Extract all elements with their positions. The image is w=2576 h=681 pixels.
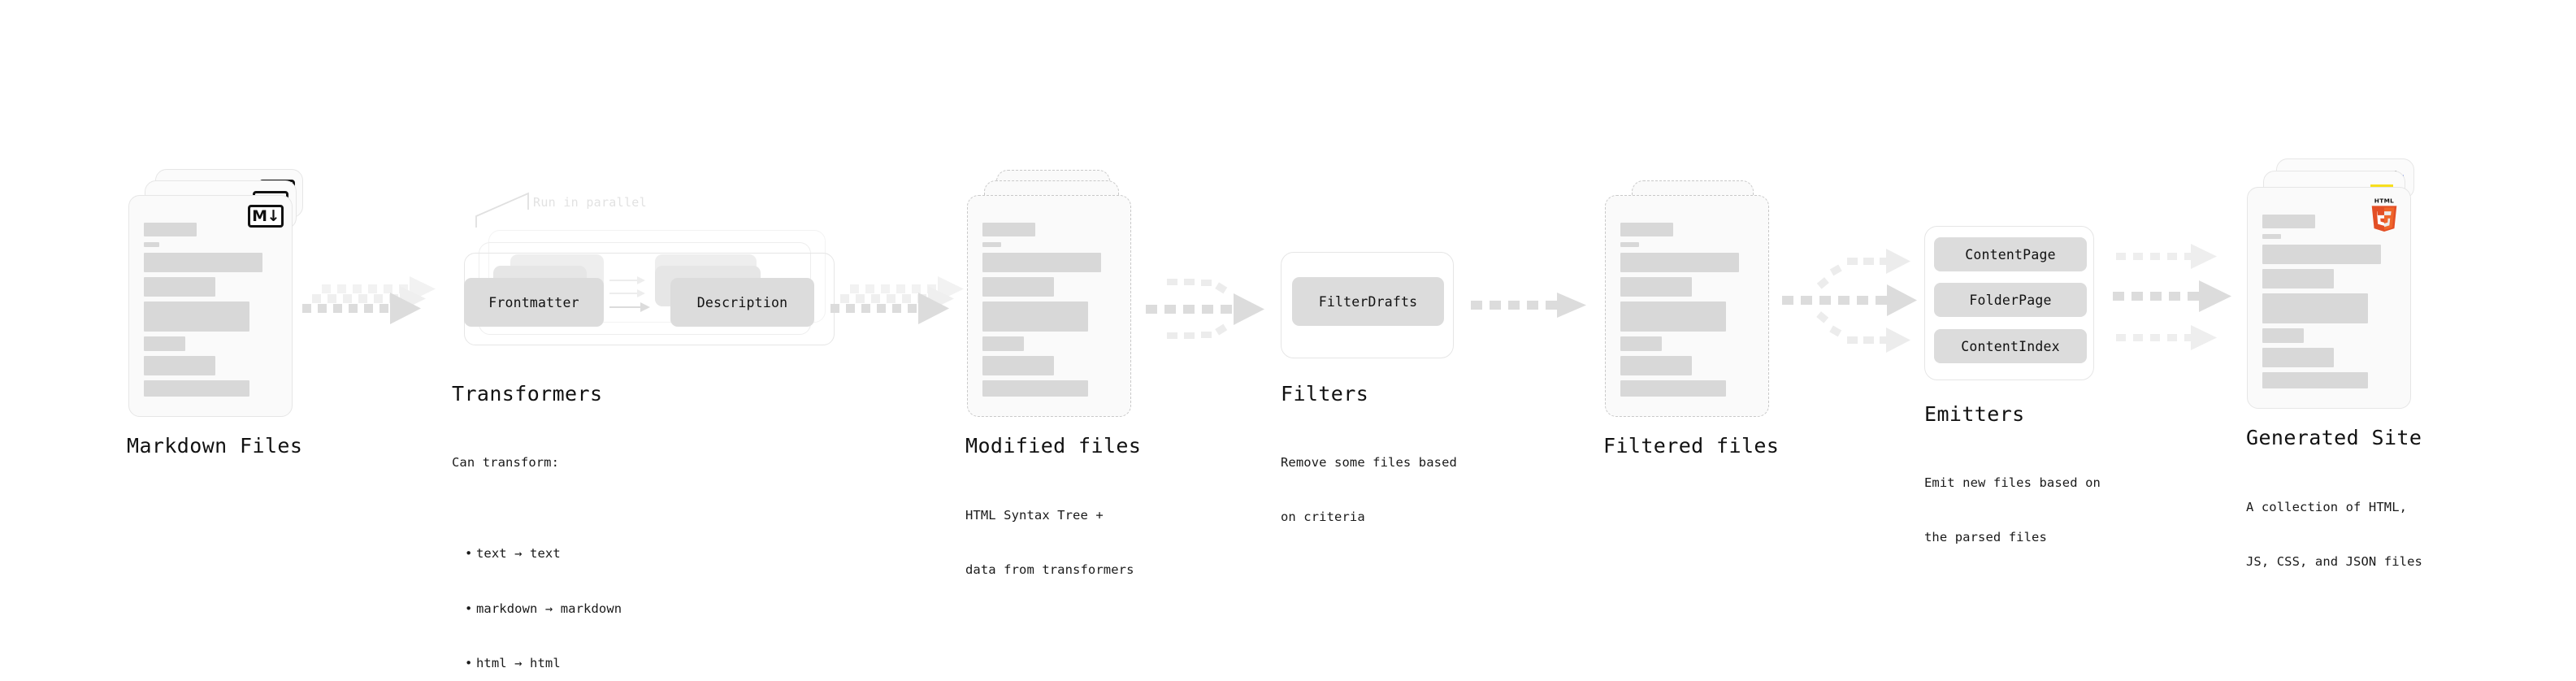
doc-line <box>144 253 262 272</box>
stage-caption-filters: Remove some files based on criteria <box>1281 417 1457 563</box>
emitter-pill-contentindex[interactable]: ContentIndex <box>1934 329 2087 363</box>
transformer-panel-back2 <box>488 230 826 323</box>
doc-line <box>2262 215 2315 228</box>
markdown-badge: M↓ <box>248 205 284 228</box>
doc-line <box>144 223 197 236</box>
stage-title-markdown-files: Markdown Files <box>127 434 303 458</box>
transformers-caption-heading: Can transform: <box>452 454 560 470</box>
stage-caption-modified-files: HTML Syntax Tree + data from transformer… <box>965 470 1134 616</box>
svg-text:HTML: HTML <box>2374 197 2394 205</box>
doc-line <box>1620 356 1692 375</box>
stage-title-modified-files: Modified files <box>965 434 1142 458</box>
transformers-caption-item: markdown → markdown <box>465 600 622 618</box>
doc-line <box>982 336 1024 351</box>
transformer-internal-arrows <box>609 276 650 312</box>
caption-line: the parsed files <box>1924 530 2047 545</box>
doc-line <box>1620 277 1692 297</box>
arrow-modified-to-filters-merge <box>1146 279 1264 339</box>
transformers-caption-item: html → html <box>465 654 622 672</box>
doc-line <box>144 356 215 375</box>
transformers-caption-item: text → text <box>465 544 622 562</box>
doc-line <box>982 253 1101 272</box>
html5-icon: HTML <box>2371 197 2397 232</box>
doc-line <box>982 242 1001 247</box>
transformer-pill-frontmatter[interactable]: Frontmatter <box>464 278 604 327</box>
stage-title-generated-site: Generated Site <box>2246 426 2422 449</box>
stage-title-emitters: Emitters <box>1924 402 2025 426</box>
run-in-parallel-bracket <box>475 192 529 228</box>
arrow-emitters-to-site <box>2113 244 2231 350</box>
site-file-card-html: HTML <box>2247 187 2411 409</box>
doc-line <box>2262 328 2304 343</box>
doc-line <box>144 380 249 397</box>
doc-line <box>2262 348 2334 367</box>
caption-line: Remove some files based <box>1281 454 1457 470</box>
arrow-markdown-to-transformers <box>302 276 436 324</box>
stage-caption-transformers: Can transform: text → text markdown → ma… <box>452 417 622 681</box>
caption-line: on criteria <box>1281 510 1365 525</box>
doc-line <box>2262 245 2381 264</box>
modified-file-card-front <box>967 195 1131 417</box>
doc-line <box>1620 301 1726 332</box>
doc-line <box>1620 242 1639 247</box>
caption-line: data from transformers <box>965 562 1134 578</box>
caption-line: A collection of HTML, <box>2246 499 2408 514</box>
doc-line <box>2262 234 2281 239</box>
doc-line <box>982 380 1088 397</box>
doc-line <box>1620 223 1673 236</box>
stage-title-transformers: Transformers <box>452 382 603 406</box>
caption-line: JS, CSS, and JSON files <box>2246 554 2422 570</box>
filters-panel <box>1281 252 1454 358</box>
doc-line <box>144 242 159 247</box>
arrow-filters-to-filtered <box>1471 293 1586 318</box>
doc-line <box>982 223 1035 236</box>
stage-caption-emitters: Emit new files based on the parsed files <box>1924 437 2101 583</box>
arrow-transformers-to-modified <box>830 276 964 324</box>
doc-line <box>1620 253 1739 272</box>
doc-line <box>1620 336 1662 351</box>
arrow-filtered-to-emitters-split <box>1782 249 1917 353</box>
markdown-file-card-front: M↓ <box>128 195 293 417</box>
caption-line: HTML Syntax Tree + <box>965 507 1104 523</box>
stage-caption-generated-site: A collection of HTML, JS, CSS, and JSON … <box>2246 462 2422 608</box>
emitter-pill-folderpage[interactable]: FolderPage <box>1934 283 2087 317</box>
doc-line <box>144 277 215 297</box>
doc-line <box>144 301 249 332</box>
doc-line <box>144 336 185 351</box>
doc-line <box>1620 380 1726 397</box>
doc-line <box>982 356 1054 375</box>
filtered-file-card-front <box>1605 195 1769 417</box>
doc-line <box>982 301 1088 332</box>
emitters-panel <box>1924 226 2094 380</box>
stage-title-filtered-files: Filtered files <box>1603 434 1780 458</box>
transformer-pill-description[interactable]: Description <box>670 278 814 327</box>
doc-line <box>2262 269 2334 288</box>
doc-line <box>982 277 1054 297</box>
filter-pill-filterdrafts[interactable]: FilterDrafts <box>1292 277 1444 326</box>
doc-line <box>2262 372 2368 388</box>
caption-line: Emit new files based on <box>1924 475 2101 490</box>
stage-title-filters: Filters <box>1281 382 1369 406</box>
doc-line <box>2262 293 2368 323</box>
emitter-pill-contentpage[interactable]: ContentPage <box>1934 237 2087 271</box>
run-in-parallel-label: Run in parallel <box>533 195 647 210</box>
